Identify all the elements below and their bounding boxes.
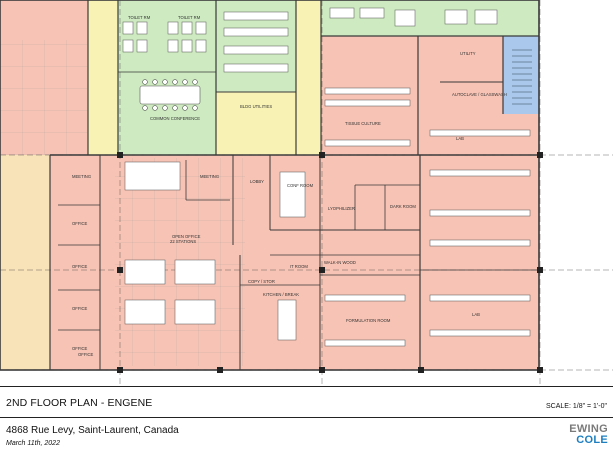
label-meeting-mid: MEETING xyxy=(200,174,219,179)
stair xyxy=(512,49,532,105)
label-open-office: OPEN OFFICE xyxy=(172,234,201,239)
plan-scale: SCALE: 1/8" = 1'-0" xyxy=(546,403,607,410)
label-copy: COPY / STOR xyxy=(248,279,275,284)
company-logo: EWING COLE xyxy=(569,424,608,446)
label-office-5: OFFICE xyxy=(78,352,94,357)
label-kitchen: KITCHEN / BREAK xyxy=(263,292,299,297)
room-labels: TOILET RM TOILET RM COMMON CONFERENCE BL… xyxy=(72,15,507,357)
floor-plan: TOILET RM TOILET RM COMMON CONFERENCE BL… xyxy=(0,0,613,385)
label-office-2: OFFICE xyxy=(72,264,88,269)
label-tissue-culture: TISSUE CULTURE xyxy=(345,121,381,126)
label-formulation: FORMULATION ROOM xyxy=(346,318,391,323)
logo-line-2: COLE xyxy=(576,434,608,446)
column-grid xyxy=(0,0,613,385)
open-office-desks xyxy=(124,161,306,325)
plan-title: 2ND FLOOR PLAN - ENGENE xyxy=(6,397,153,409)
structural-columns xyxy=(117,152,543,373)
ceiling-grid-top xyxy=(0,40,88,155)
divider-middle xyxy=(0,417,613,418)
label-autoclave: AUTOCLAVE / GLASSWASH xyxy=(452,92,507,97)
label-office-4: OFFICE xyxy=(72,346,88,351)
logo-line-1: EWING xyxy=(569,423,608,435)
label-open-office-stations: 22 STATIONS xyxy=(170,239,196,244)
label-lab-lower: LAB xyxy=(472,312,480,317)
label-lab-upper: LAB xyxy=(456,136,464,141)
label-common-conference: COMMON CONFERENCE xyxy=(150,116,200,121)
label-meeting-left: MEETING xyxy=(72,174,91,179)
conference-table xyxy=(139,79,201,111)
label-office-3: OFFICE xyxy=(72,306,88,311)
label-dark-room: DARK ROOM xyxy=(390,204,416,209)
top-desks xyxy=(223,7,498,73)
toilet-fixtures xyxy=(122,21,207,53)
label-conf-room: CONF ROOM xyxy=(287,183,314,188)
divider-top xyxy=(0,386,613,387)
label-lobby: LOBBY xyxy=(250,179,264,184)
plan-date: March 11th, 2022 xyxy=(6,440,60,447)
label-toilet-right: TOILET RM xyxy=(178,15,201,20)
label-bldg-utilities: BLDG UTILITIES xyxy=(240,104,272,109)
lab-benches xyxy=(277,87,531,347)
label-toilet-left: TOILET RM xyxy=(128,15,151,20)
label-office-1: OFFICE xyxy=(72,221,88,226)
label-lyophilizer: LYOPHILIZER xyxy=(328,206,355,211)
label-walkin-wood: WALK-IN WOOD xyxy=(324,260,356,265)
plan-address: 4868 Rue Levy, Saint-Laurent, Canada xyxy=(6,425,179,436)
label-it-room: IT ROOM xyxy=(290,264,308,269)
label-utility: UTILITY xyxy=(460,51,476,56)
